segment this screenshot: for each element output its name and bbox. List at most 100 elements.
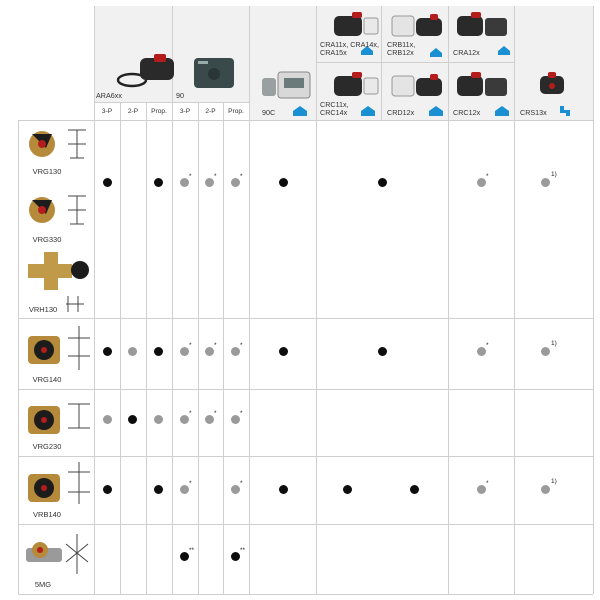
compat-dot (541, 178, 550, 187)
compat-dot (180, 415, 189, 424)
footnote-mark: * (189, 342, 192, 349)
compat-dot (205, 178, 214, 187)
compat-dot (205, 415, 214, 424)
subheader-90-3p: 3-P (179, 108, 191, 115)
tap-water-icon (560, 106, 570, 116)
actuator-crc12x-image (457, 72, 507, 96)
valve-vrg140-image (28, 336, 60, 364)
header-label-90: 90 (176, 91, 184, 100)
heating-house-icon (430, 48, 442, 57)
flow-arrows-icon (66, 296, 84, 312)
footnote-mark: ** (240, 547, 246, 554)
footnote-mark: * (240, 480, 243, 487)
header-label-crb11x: CRB11x, CRB12x (387, 40, 416, 57)
valve-label-vrh130: VRH130 (28, 305, 58, 314)
header-label-cra12x: CRA12x (453, 48, 480, 57)
compat-dot (231, 347, 240, 356)
compat-dot (154, 485, 163, 494)
header-bg-90c (250, 6, 316, 120)
grid-line-h (18, 318, 593, 319)
grid-line-v (316, 6, 317, 594)
grid-line-v (94, 6, 95, 594)
actuator-crc11x-image (334, 72, 379, 96)
compat-dot (231, 485, 240, 494)
grid-line-h (94, 102, 249, 103)
valve-label-vrb140: VRB140 (33, 510, 61, 519)
compat-dot (180, 485, 189, 494)
footnote-mark: * (189, 410, 192, 417)
actuator-90c-image (262, 71, 311, 99)
flow-arrows-icon (68, 462, 90, 504)
actuator-crs13x-image (540, 72, 564, 94)
heating-house-icon (361, 106, 375, 116)
compat-dot (154, 347, 163, 356)
header-bg-crs13x (515, 6, 593, 120)
header-label-crc12x: CRC12x (453, 108, 481, 117)
footnote-mark: ** (189, 547, 195, 554)
grid-line-h (18, 456, 593, 457)
footnote-mark: * (214, 410, 217, 417)
grid-line-h (18, 524, 593, 525)
header-label-ara6xx: ARA6xx (96, 91, 122, 100)
compat-dot (378, 178, 387, 187)
subheader-ara6xx-prop: Prop. (151, 108, 167, 115)
footnote-mark: * (189, 173, 192, 180)
compat-dot (180, 178, 189, 187)
footnote-mark: * (189, 480, 192, 487)
grid-line-h (18, 389, 593, 390)
valve-5mg-image (26, 542, 62, 562)
compat-dot (205, 347, 214, 356)
compat-dot (231, 178, 240, 187)
compat-dot (128, 347, 137, 356)
actuator-cra12x-image (457, 12, 507, 36)
subheader-ara6xx-2p: 2-P (127, 108, 139, 115)
flow-arrows-icon (68, 195, 86, 225)
flow-arrows-icon (68, 129, 86, 159)
header-label-90c: 90C (262, 108, 276, 117)
heating-house-icon (293, 106, 307, 116)
grid-line-v (249, 6, 250, 594)
compat-dot (180, 552, 189, 561)
compat-dot (103, 347, 112, 356)
footnote-mark: * (214, 173, 217, 180)
actuator-ara6xx-image (116, 54, 174, 88)
heating-house-icon (361, 46, 373, 55)
grid-line-v (146, 102, 147, 594)
footnote-mark: * (240, 173, 243, 180)
footnote-mark: 1) (551, 340, 557, 347)
grid-line-v (448, 6, 449, 594)
subheader-ara6xx-3p: 3-P (101, 108, 113, 115)
valve-label-vrg330: VRG330 (32, 235, 62, 244)
grid-line-v (172, 6, 173, 594)
grid-line-v (223, 102, 224, 594)
compat-dot (279, 485, 288, 494)
grid-line-h (18, 120, 593, 121)
footnote-mark: * (486, 173, 489, 180)
footnote-mark: 1) (551, 171, 557, 178)
compat-dot (154, 415, 163, 424)
valve-vrg130-image (29, 131, 55, 157)
valve-vrg230-image (28, 406, 60, 434)
footnote-mark: 1) (551, 478, 557, 485)
actuator-cra11x-image (334, 12, 379, 36)
header-label-crs13x: CRS13x (520, 108, 547, 117)
compat-dot (477, 178, 486, 187)
subheader-90-prop: Prop. (228, 108, 244, 115)
compat-dot (103, 178, 112, 187)
compat-dot (103, 485, 112, 494)
compat-dot (103, 415, 112, 424)
compat-dot (231, 415, 240, 424)
grid-line-h (317, 62, 514, 63)
grid-line-v (593, 6, 594, 594)
flow-arrows-icon (65, 534, 89, 574)
cooling-icon (498, 46, 510, 55)
valve-label-vrg130: VRG130 (32, 167, 62, 176)
compat-dot (154, 178, 163, 187)
compat-dot (279, 347, 288, 356)
grid-line-v (514, 6, 515, 594)
compat-dot (279, 178, 288, 187)
subheader-90-2p: 2-P (205, 108, 216, 115)
grid-line-v (18, 120, 19, 594)
compat-dot (378, 347, 387, 356)
